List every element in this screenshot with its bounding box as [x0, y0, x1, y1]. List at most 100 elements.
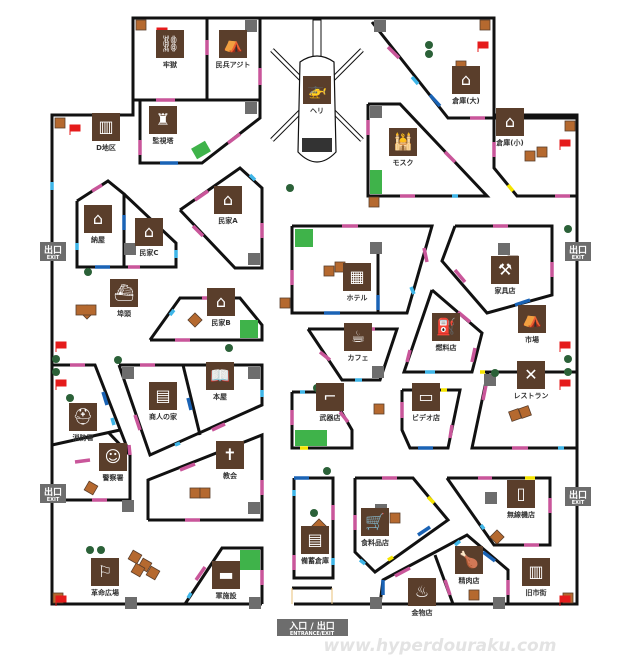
location-merchant-house[interactable]: ▤商人の家 — [149, 382, 178, 421]
location-jail[interactable]: ⛓ 牢獄 — [156, 30, 184, 69]
location-hardware-store[interactable]: ♨金物店 — [408, 578, 436, 617]
location-pier[interactable]: ⛴埠頭 — [110, 279, 138, 318]
house-icon-glyph: ⌂ — [223, 190, 233, 209]
location-radio-store[interactable]: ▯無線機店 — [507, 480, 535, 519]
location-label: D地区 — [96, 143, 116, 152]
location-label: ビデオ店 — [412, 413, 440, 422]
location-revolution-square[interactable]: ⚐革命広場 — [91, 558, 119, 597]
location-gas-station[interactable]: ⛽燃料店 — [432, 313, 460, 352]
location-label: 武器店 — [320, 413, 341, 422]
location-district-d[interactable]: ▥ D地区 — [92, 113, 120, 152]
location-house-a[interactable]: ⌂民家A — [214, 186, 242, 225]
house-icon-glyph: ⌂ — [216, 292, 226, 311]
hotel-icon-glyph: ▦ — [349, 267, 364, 286]
location-restaurant[interactable]: ✕レストラン — [514, 361, 549, 400]
warehouse-icon — [496, 108, 524, 136]
church-icon-glyph: ✝ — [223, 445, 236, 464]
location-market[interactable]: ⛺市場 — [518, 305, 546, 344]
location-bookstore[interactable]: 📖本屋 — [206, 362, 234, 401]
location-warehouse-large[interactable]: ⌂倉庫(大) — [451, 66, 480, 105]
ship-icon — [110, 279, 138, 307]
fuel-icon-glyph: ⛽ — [436, 317, 456, 336]
location-label: カフェ — [348, 354, 369, 362]
location-house-b[interactable]: ⌂民家B — [207, 288, 235, 327]
lighthouse-icon — [149, 106, 177, 134]
location-old-town[interactable]: ▥旧市街 — [522, 558, 550, 597]
location-label: 埠頭 — [117, 309, 132, 318]
location-label: 本屋 — [212, 392, 227, 401]
location-label: 備蓄倉庫 — [301, 556, 329, 565]
hotel-icon — [343, 263, 371, 291]
tent-icon-glyph: ⛺ — [223, 34, 243, 53]
police-icon-glyph: ☺ — [105, 447, 122, 466]
exit-label: 出口 — [44, 486, 62, 498]
location-label: ホテル — [347, 294, 368, 302]
exit-sublabel: EXIT — [572, 255, 585, 261]
cup-icon — [344, 323, 372, 351]
location-helicopter[interactable]: 🚁ヘリ — [303, 76, 331, 115]
shop-icon-glyph: ▤ — [155, 386, 170, 405]
location-mosque[interactable]: 🕌モスク — [389, 128, 417, 167]
location-furniture-store[interactable]: ⚒家具店 — [491, 256, 519, 295]
exit-sublabel: EXIT — [47, 497, 60, 503]
location-police[interactable]: ☺ 警察署 — [99, 443, 127, 482]
helicopter-icon — [303, 76, 331, 104]
location-barn[interactable]: ⌂納屋 — [84, 205, 112, 244]
exit-label: 出口 — [569, 244, 587, 256]
trees — [52, 41, 572, 554]
radio-icon-glyph: ▯ — [517, 484, 526, 503]
fork-knife-icon-glyph: ✕ — [524, 365, 537, 384]
location-fire-station[interactable]: ⛑消防署 — [69, 403, 97, 442]
location-military-base[interactable]: ▬軍施設 — [212, 561, 240, 600]
location-grocery[interactable]: 🛒食料品店 — [360, 508, 389, 547]
location-storage[interactable]: ▤備蓄倉庫 — [301, 526, 329, 565]
location-label: 精肉店 — [459, 576, 480, 585]
exit-right-bottom[interactable]: 出口 EXIT — [565, 487, 591, 506]
house-icon-glyph: ⌂ — [93, 209, 103, 228]
cart-icon-glyph: 🛒 — [365, 512, 385, 531]
pistol-icon-glyph: ⌐ — [323, 387, 336, 406]
tank-icon-glyph: ▬ — [218, 565, 233, 584]
handcuffs-icon-glyph: ⛓ — [160, 34, 180, 53]
stairs — [191, 140, 382, 570]
location-gun-shop[interactable]: ⌐ 武器店 — [316, 383, 344, 422]
cup-icon-glyph: ☕ — [351, 327, 365, 346]
location-cafe[interactable]: ☕ カフェ — [344, 323, 372, 362]
location-church[interactable]: ✝教会 — [216, 441, 244, 480]
location-hotel[interactable]: ▦ ホテル — [343, 263, 371, 302]
location-watchtower[interactable]: ♜監視塔 — [149, 106, 177, 145]
cart-icon — [361, 508, 389, 536]
location-label: 倉庫(小) — [495, 138, 523, 147]
exit-left-bottom[interactable]: 出口 EXIT — [40, 484, 66, 503]
main-entrance[interactable]: 入口 / 出口 ENTRANCE/EXIT — [277, 619, 348, 637]
location-label: 牢獄 — [163, 60, 177, 69]
buildings-icon-glyph: ▥ — [98, 117, 113, 136]
location-butcher[interactable]: 🍗精肉店 — [455, 546, 483, 585]
flag-icon-glyph: ⚐ — [98, 562, 112, 581]
location-warehouse-small[interactable]: ⌂倉庫(小) — [495, 108, 524, 147]
entrance-sublabel: ENTRANCE/EXIT — [290, 631, 335, 637]
location-house-c[interactable]: ⌂民家C — [135, 218, 163, 257]
exit-right-top[interactable]: 出口 EXIT — [565, 242, 591, 261]
mosque-icon-glyph: 🕌 — [393, 132, 413, 151]
warehouse-icon — [452, 66, 480, 94]
circus-tent-icon-glyph: ⛺ — [522, 309, 542, 328]
circus-tent-icon — [518, 305, 546, 333]
location-video-store[interactable]: ▭ビデオ店 — [412, 383, 440, 422]
exit-label: 出口 — [44, 244, 62, 256]
tank-icon — [212, 561, 240, 589]
radio-icon — [507, 480, 535, 508]
old-building-icon-glyph: ▥ — [528, 562, 543, 581]
location-militia-hideout[interactable]: ⛺民兵アジト — [216, 30, 251, 69]
house-icon — [207, 288, 235, 316]
exit-sublabel: EXIT — [47, 255, 60, 261]
locations: ⛓牢獄⛺民兵アジト🚁ヘリ⌂倉庫(大)♜監視塔▥D地区🕌モスク⌂倉庫(小)⌂納屋⌂… — [69, 30, 550, 617]
church-icon — [216, 441, 244, 469]
warehouse-icon-glyph: ⌂ — [461, 70, 471, 89]
mosque-icon — [389, 128, 417, 156]
location-label: 警察署 — [103, 473, 124, 482]
fork-knife-icon — [517, 361, 545, 389]
exit-left-top[interactable]: 出口 EXIT — [40, 242, 66, 261]
house-icon-glyph: ⌂ — [144, 222, 154, 241]
